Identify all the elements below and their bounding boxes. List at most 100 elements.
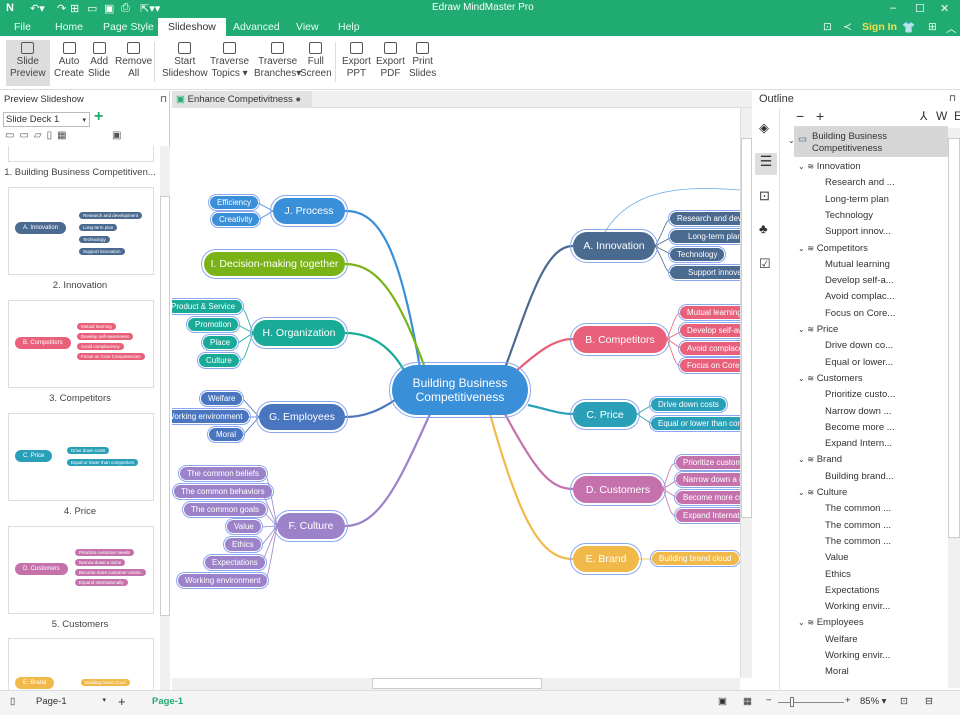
topic-price[interactable]: C. Price [570,399,640,430]
tab-slideshow[interactable]: Slideshow [158,18,226,36]
tab-home[interactable]: Home [55,21,84,33]
export-excel-button[interactable]: E [954,109,960,123]
outline-subtopic[interactable]: Working envir... [825,601,891,613]
mindmap-canvas[interactable]: Building Business Competitiveness A. Inn… [172,108,740,678]
redo-icon[interactable]: ↷ [57,3,67,15]
zoom-in-button[interactable]: + [845,695,851,706]
open-icon[interactable]: ▭ [87,3,98,15]
outline-subtopic[interactable]: Technology [825,209,874,221]
expand-all-button[interactable]: + [816,108,825,124]
page-select[interactable]: Page-1▾ [36,696,106,707]
play-slide-icon[interactable]: ▣ [112,130,122,141]
zoom-out-button[interactable]: − [766,695,772,706]
subtopic[interactable]: Moral [206,426,246,443]
add-page-button[interactable]: + [118,694,126,709]
subtopic[interactable]: Drive down costs [649,396,728,413]
tab-view[interactable]: View [296,21,319,33]
subtopic[interactable]: Building brand cloud [650,550,740,567]
subtopic[interactable]: Culture [197,352,241,369]
outline-subtopic[interactable]: The common ... [825,503,891,515]
subtopic[interactable]: Research and development [668,210,740,227]
subtopic[interactable]: Mutual learning [678,304,740,321]
subtopic[interactable]: Focus on Core Competencies [678,357,740,374]
topic-innovation[interactable]: A. Innovation [570,229,658,263]
tab-page-style[interactable]: Page Style [103,21,154,33]
subtopic[interactable]: Place [200,334,240,351]
subtopic[interactable]: The common behaviors [172,483,274,500]
slide-thumb-1[interactable] [8,146,154,162]
subtopic[interactable]: Become more customer-centric [673,489,740,506]
topic-brand[interactable]: E. Brand [570,543,642,575]
outline-topic[interactable]: ⌄ ≋ Employees [798,617,864,629]
subtopic[interactable]: Prioritize customer needs [673,454,740,471]
outline-subtopic[interactable]: Moral [825,666,849,678]
outline-subtopic[interactable]: Focus on Core... [825,307,896,319]
outline-topic[interactable]: ⌄ ≋ Price [798,324,839,335]
slide-thumb-6[interactable]: E. Brand Building brand cloud [8,638,154,690]
tab-help[interactable]: Help [338,21,360,33]
fullscreen-icon[interactable]: ⊡ [823,21,832,33]
page-view-icon[interactable]: ▯ [10,696,16,707]
subtopic[interactable]: Expand Internationally [673,507,740,524]
clipart-icon[interactable]: ⊡ [759,188,770,203]
apps-icon[interactable]: ⊞ [928,21,937,33]
outline-subtopic[interactable]: Equal or lower... [825,356,894,368]
minimize-button[interactable]: – [890,2,897,14]
outline-topic[interactable]: ⌄ ≋ Innovation [798,161,861,172]
fit-screen-icon[interactable]: ⊡ [900,696,908,707]
add-deck-button[interactable]: + [94,108,104,125]
outline-subtopic[interactable]: Develop self-a... [825,275,894,287]
collapse-ribbon-icon[interactable]: ︿ [946,23,957,35]
topic-decision-making[interactable]: I. Decision-making together [201,249,348,279]
outline-subtopic[interactable]: Building brand... [825,470,894,482]
subtopic[interactable]: Product & Service [172,298,245,315]
subtopic[interactable]: Narrow down a niche [673,471,740,488]
pin-icon[interactable]: ⊓ [949,93,957,103]
subtopic[interactable]: Technology [667,246,727,263]
outline-subtopic[interactable]: Working envir... [825,650,891,661]
outline-subtopic[interactable]: Narrow down ... [825,405,892,417]
canvas-horizontal-scrollbar[interactable] [172,678,740,690]
subtopic[interactable]: Working environment [172,408,252,425]
topic-organization[interactable]: H. Organization [250,317,348,349]
central-topic[interactable]: Building Business Competitiveness [389,362,531,418]
subtopic[interactable]: Efficiency [207,194,261,211]
outline-list-icon[interactable]: ☰ [755,153,777,175]
subtopic[interactable]: The common goals [181,501,269,518]
undo-icon[interactable]: ↶▾ [30,3,45,15]
page-tab[interactable]: Page-1 [152,696,184,707]
zoom-level[interactable]: 85% ▾ [860,696,887,707]
subtopic[interactable]: Support innovation [668,264,740,281]
subtopic[interactable]: Long-term plan [668,228,740,245]
outline-scrollbar[interactable] [948,128,960,688]
left-scrollbar[interactable] [160,146,170,690]
subtopic[interactable]: Value [225,518,263,535]
outline-subtopic[interactable]: Expand Intern... [825,438,893,450]
subtopic[interactable]: Creativity [209,211,262,228]
subtopic[interactable]: Ethics [223,536,263,553]
outline-subtopic[interactable]: Avoid complac... [825,291,895,303]
subtopic[interactable]: Equal or lower than competitors [649,415,740,432]
subtopic[interactable]: Welfare [198,390,245,407]
fit-page-icon[interactable]: ▣ [718,696,727,707]
close-button[interactable]: ✕ [940,3,950,15]
slide-thumb-2[interactable]: A. Innovation Research and development L… [8,187,154,275]
collapse-all-button[interactable]: − [796,108,805,124]
subtopic[interactable]: Working environment [175,572,270,589]
toggle-panel-icon[interactable]: ⊟ [925,696,933,707]
topic-process[interactable]: J. Process [270,195,348,227]
outline-subtopic[interactable]: Long-term plan [825,193,889,205]
task-icon[interactable]: ☑ [759,256,771,271]
format-brush-icon[interactable]: ◈ [759,120,769,135]
canvas-vertical-scrollbar[interactable] [740,108,752,678]
outline-root[interactable]: ⌄▭Building Business Competitiveness [788,127,948,157]
export-pdf-icon[interactable]: ⅄ [920,109,928,123]
